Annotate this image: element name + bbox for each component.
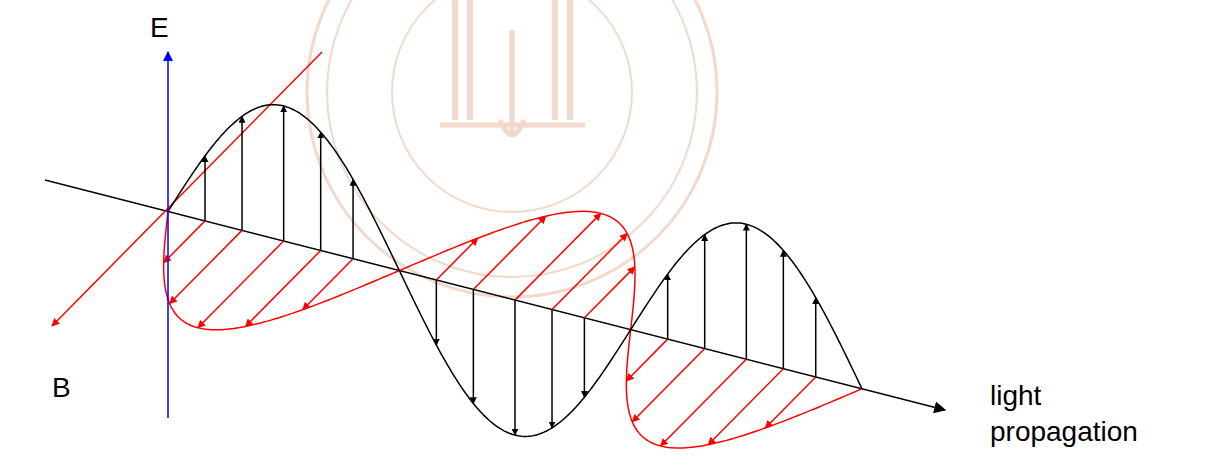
e-vector (704, 235, 706, 349)
e-vector (352, 179, 354, 258)
e-vector (815, 298, 817, 377)
e-vector (241, 116, 243, 230)
axis-label: E (150, 10, 190, 46)
b-vector (765, 377, 815, 428)
e-axis (167, 52, 169, 418)
b-vector (515, 213, 601, 300)
e-vector (584, 318, 586, 397)
e-vector (514, 300, 516, 435)
e-vector (473, 289, 475, 403)
b-vector (632, 349, 704, 422)
b-vector (626, 339, 667, 381)
b-vector (708, 369, 783, 445)
watermark-seal (307, 0, 717, 297)
propagation-axis (45, 180, 945, 410)
e-vector (283, 106, 285, 241)
b-vector (436, 238, 477, 280)
b-axis (52, 52, 322, 326)
b-vector (303, 259, 353, 310)
axis-label: light propagation (990, 378, 1165, 451)
b-wave (164, 211, 862, 448)
e-wave (168, 105, 862, 437)
e-vector (746, 224, 748, 359)
b-vector (246, 250, 321, 326)
b-vector (552, 234, 627, 310)
b-vector (473, 216, 545, 289)
e-vector (783, 250, 785, 368)
e-vector (320, 132, 322, 250)
b-vector (198, 241, 284, 328)
b-vector (661, 359, 747, 446)
axis-label: B (52, 370, 92, 406)
e-vector (667, 274, 669, 339)
e-vector (204, 156, 206, 221)
b-vector (164, 221, 205, 263)
e-vector (551, 310, 553, 428)
b-vector (170, 230, 242, 303)
b-vector (584, 267, 634, 318)
e-vector (436, 280, 438, 345)
